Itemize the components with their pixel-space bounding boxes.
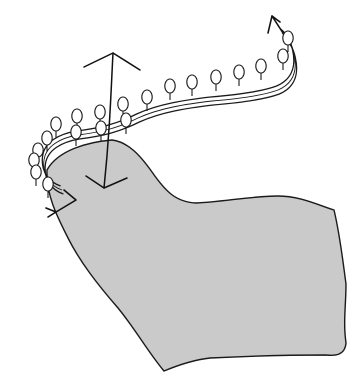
tree-icon	[187, 75, 197, 96]
tree-icon	[256, 59, 266, 80]
direction-arrow-icon	[268, 16, 283, 33]
tree-icon	[234, 65, 244, 86]
tree-icon	[121, 113, 131, 134]
land-area	[47, 140, 346, 371]
tree-icon	[96, 121, 106, 142]
tree-icon	[165, 79, 175, 100]
tree-icon	[278, 49, 288, 70]
tree-icon	[142, 90, 152, 111]
tree-icon	[51, 117, 61, 138]
tree-icon	[211, 70, 221, 91]
tree-icon	[71, 125, 81, 146]
tree-icon	[31, 165, 41, 186]
